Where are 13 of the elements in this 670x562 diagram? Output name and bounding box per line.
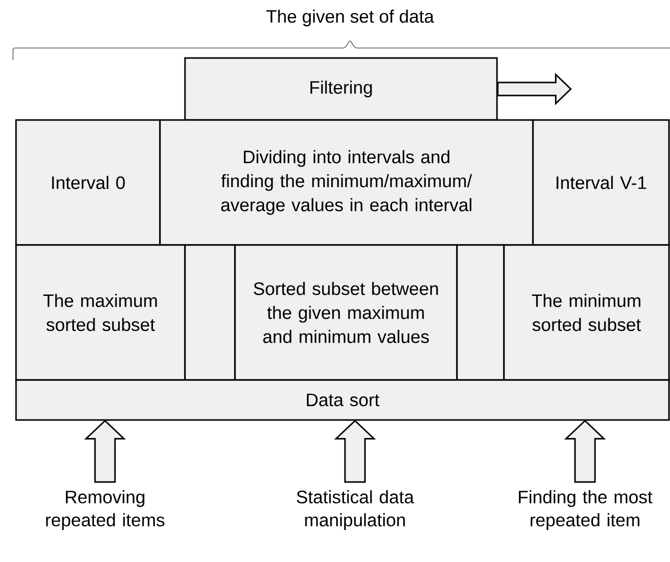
table-cell: Interval V-1	[532, 119, 670, 246]
block-arrow	[497, 72, 572, 106]
block-arrow	[334, 420, 376, 483]
empty-cell	[456, 244, 505, 381]
empty-cell	[184, 244, 236, 381]
caption-text: Statistical data manipulation	[296, 490, 414, 530]
table-cell: Interval 0	[15, 119, 161, 246]
caption-text: Finding the most repeated item	[518, 490, 652, 530]
block-arrow	[84, 420, 126, 483]
title: The given set of data	[266, 10, 434, 26]
caption-text: Removing repeated items	[46, 490, 164, 530]
process-box: Filtering	[184, 57, 498, 121]
block-arrow	[564, 420, 606, 483]
